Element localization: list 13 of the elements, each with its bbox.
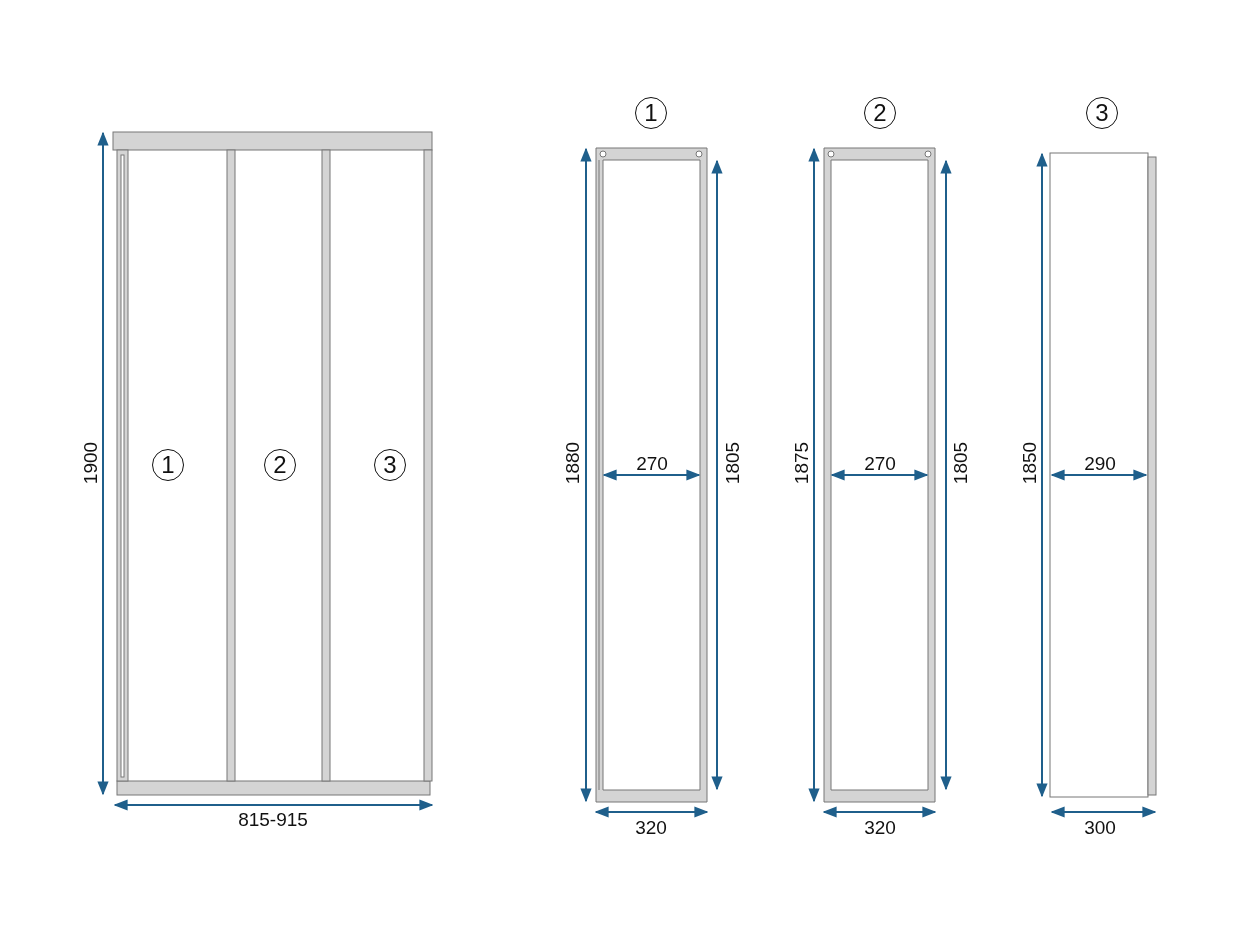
dimension-value: 1875 — [791, 441, 811, 485]
dimension-value: 270 — [636, 453, 668, 473]
dimension-value: 270 — [864, 453, 896, 473]
dimension-value: 1850 — [1019, 441, 1039, 485]
dimension-value: 815-915 — [238, 809, 308, 829]
dimension-value: 300 — [1084, 817, 1116, 837]
dimension-value: 320 — [864, 817, 896, 837]
dimension-value: 1880 — [562, 441, 582, 485]
dimension-value: 320 — [635, 817, 667, 837]
dimension-value: 1805 — [722, 441, 742, 485]
dimension-value: 290 — [1084, 453, 1116, 473]
dimension-value: 1900 — [80, 441, 100, 485]
dimension-value: 1805 — [950, 441, 970, 485]
